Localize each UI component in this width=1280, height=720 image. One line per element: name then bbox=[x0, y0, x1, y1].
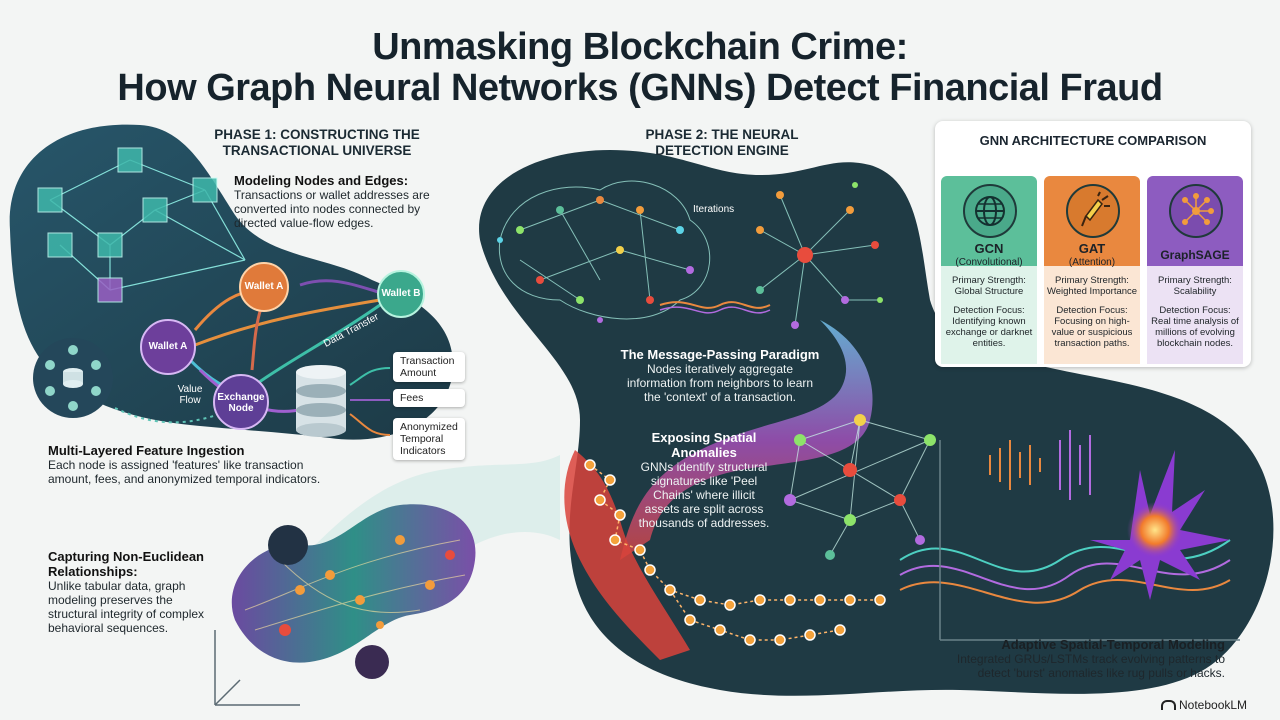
graphsage-header: GraphSAGE bbox=[1147, 176, 1243, 266]
nodes-edges-title: Modeling Nodes and Edges: bbox=[234, 173, 409, 188]
gcn-header: GCN (Convolutional) bbox=[941, 176, 1037, 268]
wallet-a-top-node bbox=[239, 262, 289, 312]
feature-card-fees: Fees bbox=[393, 389, 465, 407]
cubes bbox=[37, 147, 218, 303]
database-icon bbox=[296, 365, 346, 437]
value-flow-label: Value Flow bbox=[177, 384, 203, 406]
graphsage-focus: Real time analysis of millions of evolvi… bbox=[1151, 316, 1239, 349]
graphsage-name: GraphSAGE bbox=[1160, 248, 1230, 262]
flow-stream bbox=[620, 320, 873, 560]
exchange-node bbox=[213, 374, 269, 430]
wallet-a-left-node bbox=[140, 319, 196, 375]
graphsage-focus-label: Detection Focus: bbox=[1159, 305, 1231, 316]
feature-ingestion-block: Multi-Layered Feature Ingestion Each nod… bbox=[48, 443, 338, 486]
brain-nodes bbox=[497, 196, 694, 323]
sphere-node-2 bbox=[355, 645, 389, 679]
non-euclidean-body: Unlike tabular data, graph modeling pres… bbox=[48, 579, 205, 635]
page-title-line2: How Graph Neural Networks (GNNs) Detect … bbox=[117, 67, 1163, 109]
graphsage-strength-label: Primary Strength: bbox=[1158, 275, 1232, 286]
gcn-sub: (Convolutional) bbox=[955, 257, 1023, 268]
gcn-name: GCN bbox=[974, 241, 1004, 256]
temporal-title: Adaptive Spatial-Temporal Modeling bbox=[1001, 637, 1225, 652]
message-passing-title: The Message-Passing Paradigm bbox=[620, 347, 820, 362]
spatial-title: Exposing Spatial Anomalies bbox=[651, 430, 757, 460]
temporal-body: Integrated GRUs/LSTMs track evolving pat… bbox=[956, 652, 1225, 680]
gcn-strength-label: Primary Strength: bbox=[952, 275, 1026, 286]
gcn-strength: Global Structure bbox=[954, 286, 1024, 297]
comparison-column-gcn: GCN (Convolutional) Primary Strength: Gl… bbox=[941, 176, 1037, 364]
spotlight-icon bbox=[1066, 184, 1120, 238]
gat-focus-label: Detection Focus: bbox=[1056, 305, 1128, 316]
gat-sub: (Attention) bbox=[1068, 257, 1116, 268]
feature-ingestion-body: Each node is assigned 'features' like tr… bbox=[48, 458, 321, 486]
gat-strength-label: Primary Strength: bbox=[1055, 275, 1129, 286]
page-title-line1: Unmasking Blockchain Crime: bbox=[372, 26, 908, 68]
gcn-focus-label: Detection Focus: bbox=[953, 305, 1025, 316]
phase1-heading: PHASE 1: CONSTRUCTING THE TRANSACTIONAL … bbox=[214, 127, 420, 158]
phase2-blob bbox=[479, 150, 1274, 696]
gat-strength: Weighted Importance bbox=[1046, 286, 1138, 297]
network-icon bbox=[1169, 184, 1223, 238]
feature-card-temporal: Anonymized Temporal Indicators bbox=[393, 418, 465, 460]
message-passing-block: The Message-Passing Paradigm Nodes itera… bbox=[620, 347, 820, 404]
gnn-comparison-panel: GNN ARCHITECTURE COMPARISON GCN (Convolu… bbox=[935, 121, 1251, 367]
gcn-focus: Identifying known exchange or darknet en… bbox=[945, 316, 1033, 349]
comparison-column-gat: GAT (Attention) Primary Strength: Weight… bbox=[1044, 176, 1140, 364]
brand-label: NotebookLM bbox=[1161, 698, 1247, 712]
brand-text: NotebookLM bbox=[1179, 698, 1248, 712]
globe-icon bbox=[963, 184, 1017, 238]
feature-ingestion-title: Multi-Layered Feature Ingestion bbox=[48, 443, 245, 458]
gat-name: GAT bbox=[1078, 241, 1106, 256]
brand-icon bbox=[1161, 700, 1176, 710]
sphere-node-1 bbox=[268, 525, 308, 565]
nodes-edges-block: Modeling Nodes and Edges: Transactions o… bbox=[234, 173, 434, 230]
comparison-column-graphsage: GraphSAGE Primary Strength: Scalability … bbox=[1147, 176, 1243, 364]
gat-header: GAT (Attention) bbox=[1044, 176, 1140, 268]
non-euclidean-surface bbox=[231, 504, 476, 663]
phase1-blob bbox=[9, 124, 454, 440]
message-passing-body: Nodes iteratively aggregate information … bbox=[626, 362, 814, 404]
spatial-body: GNNs identify structural signatures like… bbox=[638, 460, 770, 530]
non-euclidean-block: Capturing Non-Euclidean Relationships: U… bbox=[48, 549, 218, 635]
graphsage-strength: Scalability bbox=[1173, 286, 1217, 297]
wallet-a-left-label: Wallet A bbox=[148, 341, 188, 352]
wallet-b-label: Wallet B bbox=[381, 288, 421, 299]
wallet-b-node bbox=[377, 270, 425, 318]
non-euclidean-title: Capturing Non-Euclidean Relationships: bbox=[48, 549, 204, 579]
wallet-a-top-label: Wallet A bbox=[244, 281, 284, 292]
comparison-title: GNN ARCHITECTURE COMPARISON bbox=[979, 133, 1207, 148]
gat-focus: Focusing on high-value or suspicious tra… bbox=[1051, 316, 1133, 349]
exchange-node-label: Exchange Node bbox=[217, 392, 265, 414]
phase2-heading: PHASE 2: THE NEURAL DETECTION ENGINE bbox=[645, 127, 799, 158]
nodes-edges-body: Transactions or wallet addresses are con… bbox=[234, 188, 430, 230]
spatial-block: Exposing Spatial Anomalies GNNs identify… bbox=[636, 430, 772, 530]
brain-network bbox=[498, 180, 711, 320]
temporal-block: Adaptive Spatial-Temporal Modeling Integ… bbox=[950, 637, 1225, 680]
iterations-label: Iterations bbox=[693, 204, 735, 215]
feature-card-amount: Transaction Amount bbox=[393, 352, 465, 382]
